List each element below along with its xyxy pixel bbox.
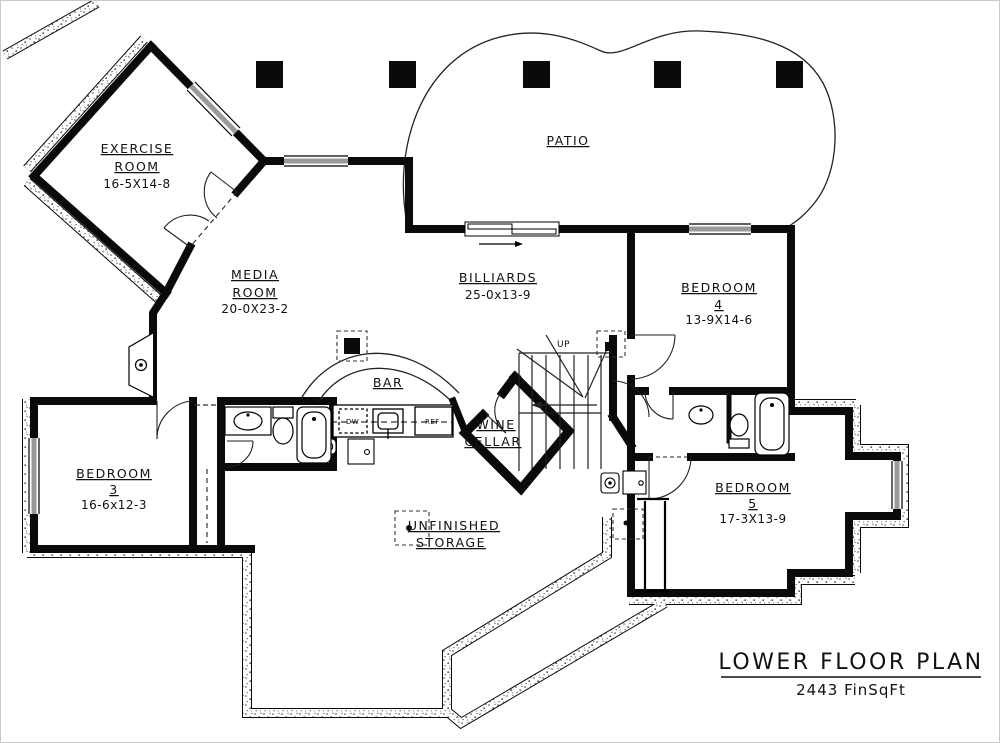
svg-text:MEDIA: MEDIA: [231, 267, 279, 282]
room-label-patio: PATIO: [547, 133, 590, 148]
room-label-bedroom4: BEDROOM 4 13-9X14-6: [681, 280, 757, 327]
post-markers: [336, 330, 644, 546]
svg-text:13-9X14-6: 13-9X14-6: [685, 313, 752, 327]
svg-text:20-0X23-2: 20-0X23-2: [221, 302, 288, 316]
toilet-icon: [272, 417, 294, 445]
sink-icon: [688, 405, 714, 425]
svg-text:CELLAR: CELLAR: [464, 434, 521, 449]
post-marker-billiards: [336, 330, 368, 362]
sliding-door-icon: [464, 221, 560, 247]
post-icon: [256, 61, 283, 88]
landing-post: [596, 330, 626, 358]
bedroom3-closet: [195, 404, 219, 543]
window-icon: [889, 461, 905, 509]
svg-text:BILLIARDS: BILLIARDS: [459, 270, 537, 285]
bar-curved-wall: [300, 352, 460, 402]
room-label-storage: UNFINISHED STORAGE: [408, 518, 500, 550]
post-icon: [344, 338, 360, 354]
post-marker-bedroom5: [612, 508, 644, 540]
svg-text:ROOM: ROOM: [114, 159, 159, 174]
bathroom-right-fixtures: [688, 392, 790, 456]
wine-cellar-door: [484, 392, 507, 434]
dishwasher-icon: [338, 408, 368, 434]
room-label-exercise: EXERCISE ROOM 16-5X14-8: [101, 141, 174, 191]
refrigerator-label: REF: [425, 418, 440, 426]
svg-text:BEDROOM: BEDROOM: [76, 466, 152, 481]
dishwasher-label: DW: [346, 418, 359, 426]
svg-text:3: 3: [109, 482, 118, 497]
windows: [26, 81, 905, 514]
svg-text:EXERCISE: EXERCISE: [101, 141, 174, 156]
plan-title: LOWER FLOOR PLAN: [718, 650, 983, 675]
toilet-tank: [272, 406, 294, 419]
post-icon: [776, 61, 803, 88]
staircase: [516, 334, 611, 471]
stairs-up-label: UP: [557, 340, 570, 350]
title-block: LOWER FLOOR PLAN 2443 FinSqFt: [718, 650, 983, 699]
bedroom5-closet: [637, 497, 669, 593]
structural-posts: [256, 61, 803, 88]
svg-text:17-3X13-9: 17-3X13-9: [719, 512, 786, 526]
bathroom-left-fixtures: [224, 406, 332, 464]
room-label-bedroom5: BEDROOM 5 17-3X13-9: [715, 480, 791, 526]
svg-text:BEDROOM: BEDROOM: [715, 480, 791, 495]
post-icon: [654, 61, 681, 88]
svg-text:5: 5: [748, 496, 757, 511]
window-icon: [689, 221, 751, 237]
svg-text:16-6x12-3: 16-6x12-3: [81, 498, 147, 512]
svg-text:4: 4: [714, 297, 723, 312]
foundation-walls: [2, 1, 909, 730]
svg-text:BEDROOM: BEDROOM: [681, 280, 757, 295]
svg-text:25-0x13-9: 25-0x13-9: [465, 288, 531, 302]
window-icon: [185, 81, 242, 137]
post-icon: [523, 61, 550, 88]
post-icon: [389, 61, 416, 88]
post-dot: [623, 520, 629, 526]
interior-walls: [28, 40, 901, 597]
room-label-media: MEDIA ROOM 20-0X23-2: [221, 267, 288, 316]
room-label-bar: BAR: [373, 375, 403, 390]
room-label-bedroom3: BEDROOM 3 16-6x12-3: [76, 466, 152, 512]
toilet-icon: [729, 413, 749, 437]
refrigerator-icon: [414, 406, 453, 436]
bar-counter: [301, 404, 454, 439]
svg-text:BAR: BAR: [373, 375, 403, 390]
window-icon: [26, 438, 42, 514]
svg-text:STORAGE: STORAGE: [416, 535, 486, 550]
svg-text:WINE: WINE: [476, 417, 515, 432]
post-dot: [406, 525, 412, 531]
post-marker-storage: [394, 510, 430, 546]
svg-text:16-5X14-8: 16-5X14-8: [103, 177, 170, 191]
patio-outline: [402, 30, 836, 230]
svg-text:PATIO: PATIO: [547, 133, 590, 148]
svg-text:ROOM: ROOM: [232, 285, 277, 300]
doors: [156, 171, 692, 500]
hall-floor-symbols: [600, 470, 647, 495]
svg-text:UNFINISHED: UNFINISHED: [408, 518, 500, 533]
toilet-tank: [728, 438, 750, 449]
plan-area: 2443 FinSqFt: [796, 681, 906, 699]
window-icon: [284, 153, 348, 169]
room-label-billiards: BILLIARDS 25-0x13-9: [459, 270, 537, 302]
fireplace-feature: [128, 332, 154, 398]
sink-icon: [233, 411, 263, 431]
room-label-wine-cellar: WINE CELLAR: [464, 417, 521, 449]
